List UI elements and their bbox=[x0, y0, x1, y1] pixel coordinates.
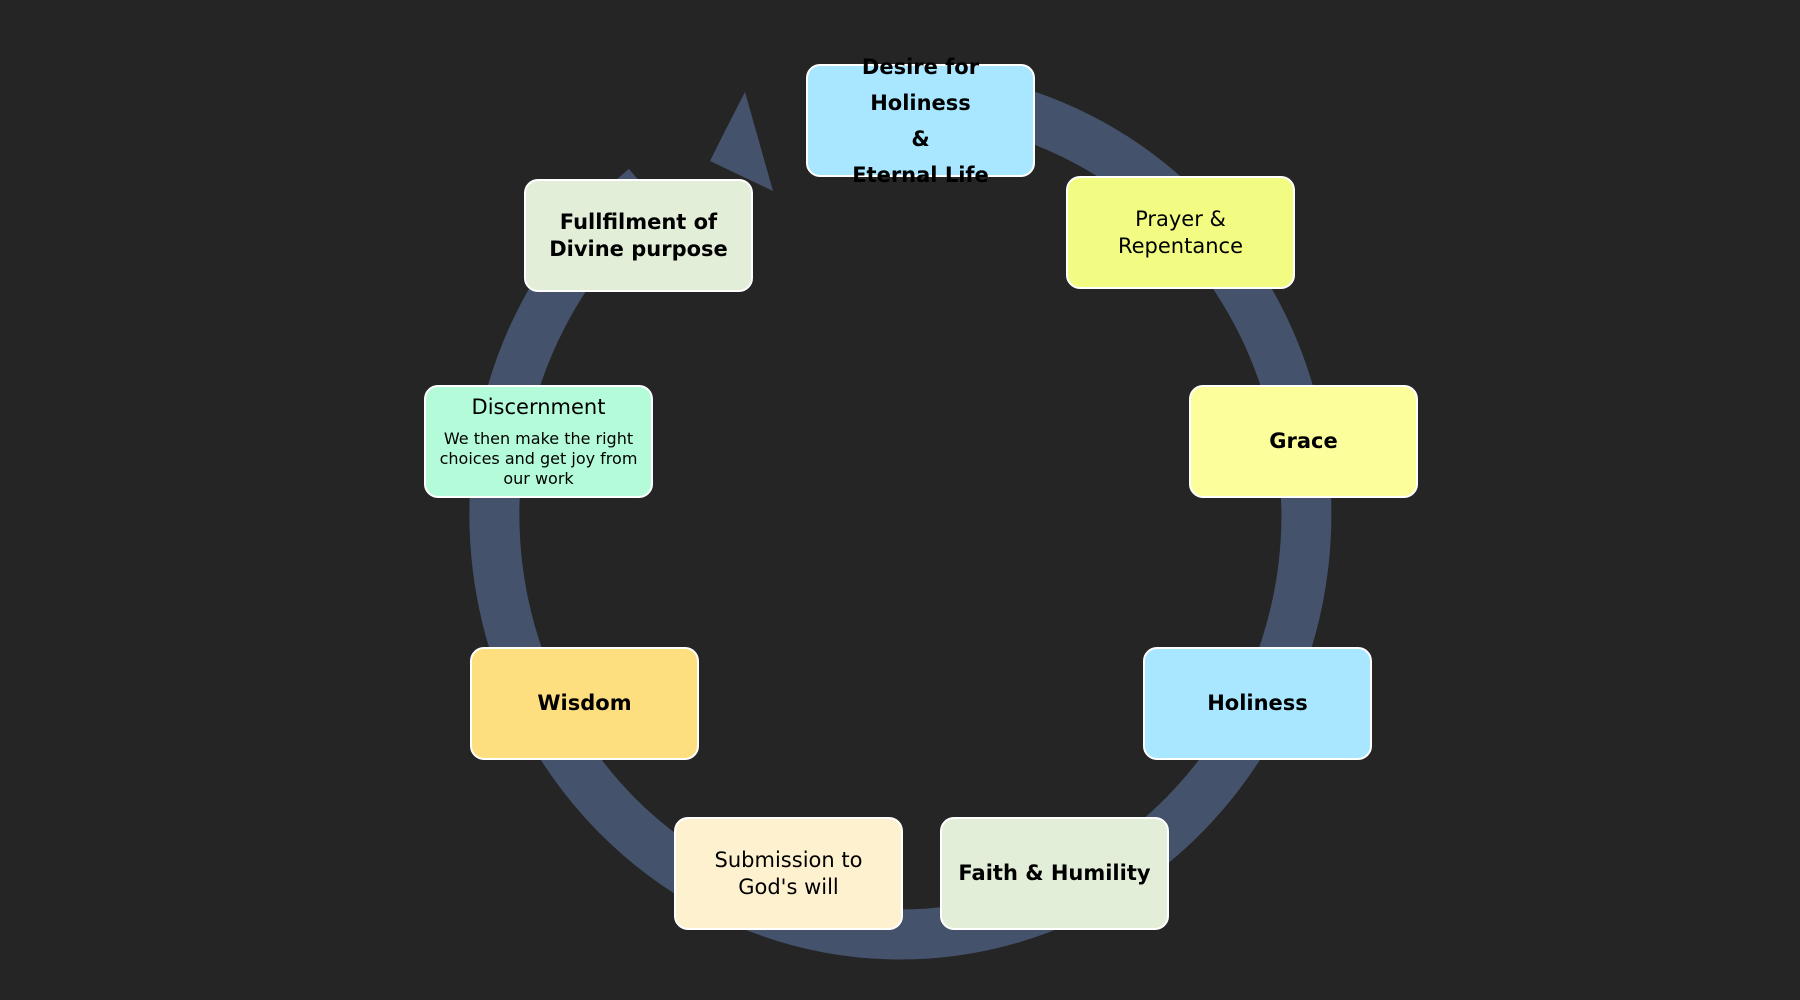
node-prayer-repentance: Prayer & Repentance bbox=[1066, 176, 1295, 289]
node-discernment: Discernment We then make the right choic… bbox=[424, 385, 653, 498]
node-holiness: Holiness bbox=[1143, 647, 1372, 760]
node-submission-label: Submission to God's will bbox=[714, 847, 863, 899]
node-desire-line1: Desire for Holiness bbox=[861, 54, 980, 115]
node-holiness-label: Holiness bbox=[1207, 691, 1308, 715]
node-desire-for-holiness: Desire for Holiness & Eternal Life bbox=[806, 55, 1035, 187]
cycle-arrowhead bbox=[710, 92, 773, 191]
node-fulfilment-label: Fullfilment of Divine purpose bbox=[549, 209, 728, 261]
node-discernment-title: Discernment bbox=[471, 395, 606, 419]
node-grace: Grace bbox=[1189, 385, 1418, 498]
node-faith-label: Faith & Humility bbox=[958, 861, 1151, 885]
node-prayer-label: Prayer & Repentance bbox=[1117, 206, 1243, 258]
node-discernment-subtitle: We then make the right choices and get j… bbox=[439, 429, 638, 488]
node-submission: Submission to God's will bbox=[674, 817, 903, 930]
node-grace-label: Grace bbox=[1269, 429, 1338, 453]
node-wisdom-label: Wisdom bbox=[537, 691, 632, 715]
node-desire-line2: & bbox=[911, 126, 930, 151]
node-faith-humility: Faith & Humility bbox=[940, 817, 1169, 930]
node-wisdom: Wisdom bbox=[470, 647, 699, 760]
node-fulfilment: Fullfilment of Divine purpose bbox=[524, 179, 753, 292]
node-desire-line3: Eternal Life bbox=[852, 162, 989, 187]
